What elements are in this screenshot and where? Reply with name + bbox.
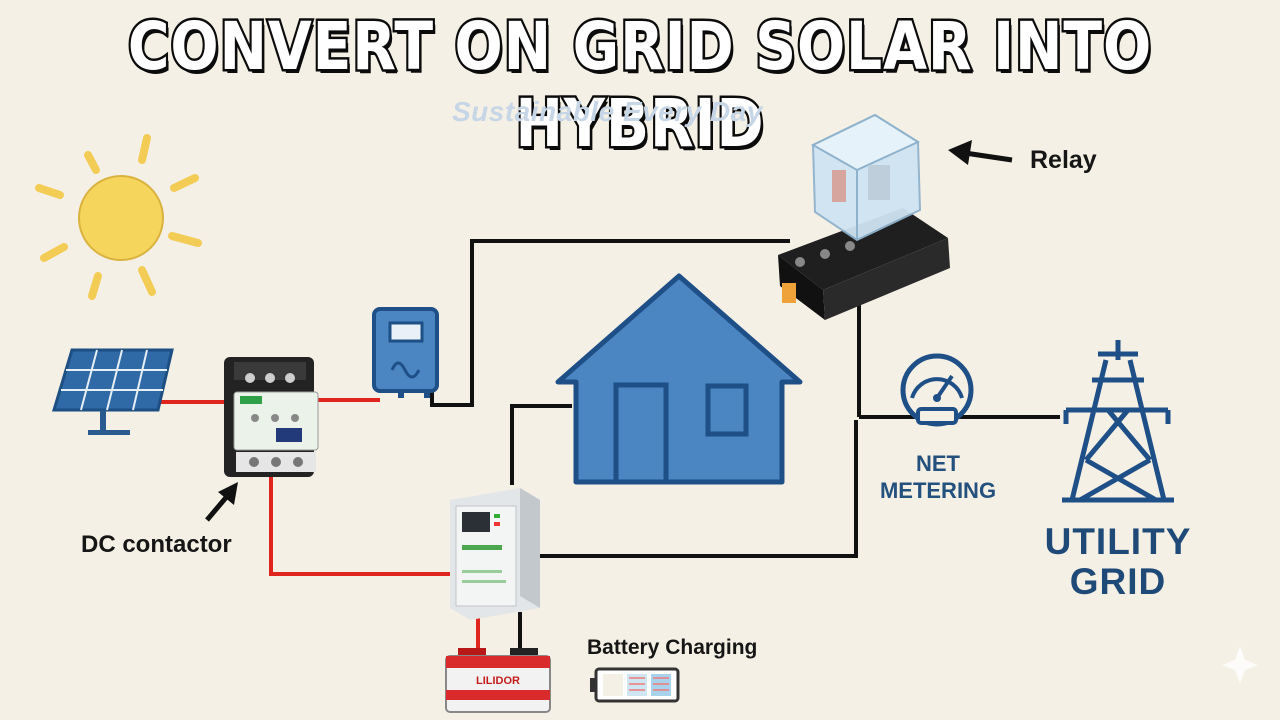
net-metering-label: NET METERING	[862, 450, 1014, 504]
net-metering-line-1: NET	[916, 451, 960, 476]
dc-contactor-arrow-icon	[205, 482, 238, 522]
battery-device: LILIDOR	[445, 648, 551, 713]
sparkle-icon	[1222, 646, 1258, 684]
ac-wires	[430, 239, 1060, 558]
dc-wires	[158, 398, 522, 650]
page-title: CONVERT ON GRID SOLAR INTO HYBRID	[126, 6, 1154, 165]
utility-grid-line-2: GRID	[1069, 561, 1167, 602]
watermark-text: Sustainable Every Day	[452, 96, 763, 127]
wire-house-supply	[510, 404, 572, 485]
dc-contactor-device	[224, 357, 319, 477]
on-grid-inverter-icon	[372, 307, 439, 398]
relay-device	[778, 113, 950, 320]
dc-contactor-label: DC contactor	[81, 531, 232, 558]
wire-contactor-to-hybrid	[269, 470, 452, 576]
utility-grid-line-1: UTILITY	[1044, 521, 1192, 562]
house-icon	[555, 273, 803, 485]
net-meter-icon	[900, 353, 974, 427]
solar-panel-icon	[51, 348, 174, 435]
relay-label: Relay	[1030, 146, 1097, 174]
battery-brand-text: LILIDOR	[476, 675, 520, 687]
relay-arrow-icon	[948, 140, 1013, 165]
hybrid-inverter-device	[450, 488, 540, 620]
transmission-tower-icon	[1062, 340, 1174, 503]
battery-charging-label: Battery Charging	[587, 636, 758, 659]
utility-grid-label: UTILITY GRID	[1030, 522, 1206, 602]
battery-charging-icon	[590, 667, 680, 703]
net-metering-line-2: METERING	[879, 478, 997, 503]
sun-icon	[35, 134, 202, 300]
wire-hybrid-to-grid	[536, 420, 858, 558]
wire-inverter-to-relay	[430, 239, 790, 407]
